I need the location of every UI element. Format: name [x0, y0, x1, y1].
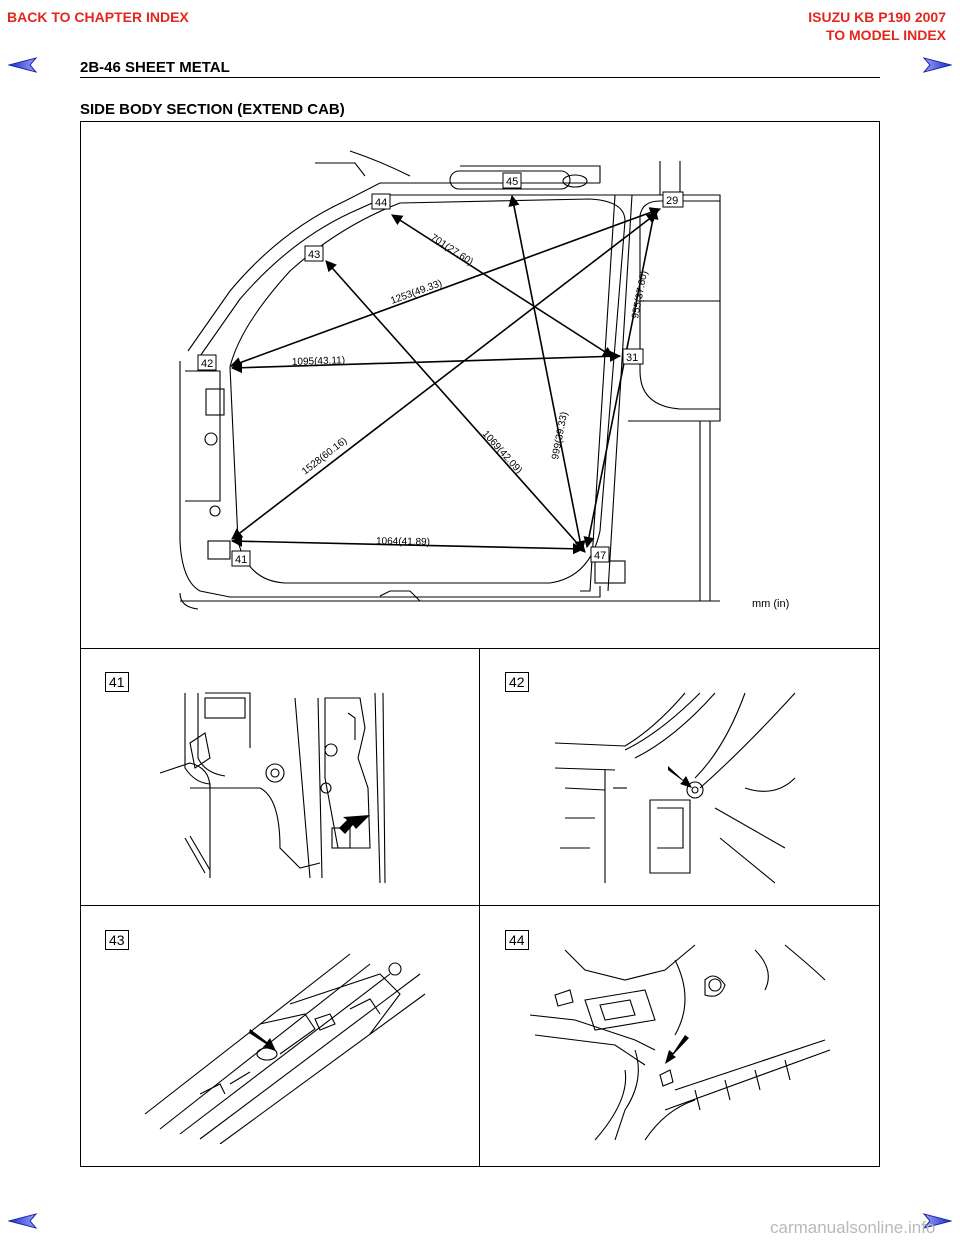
back-to-chapter-index-link[interactable]: BACK TO CHAPTER INDEX [7, 9, 189, 25]
dim-label-1528: 1528(60.16) [300, 435, 349, 477]
footer-prev-page-arrow-icon[interactable] [8, 1212, 38, 1230]
model-title[interactable]: ISUZU KB P190 2007 [808, 9, 946, 25]
point-label-44: 44 [375, 197, 387, 209]
side-body-diagram: 701(27.60) 1253(49.33) 955(37.60) 1095(4… [179, 150, 789, 610]
detail-41-illustration [159, 692, 386, 884]
point-label-47: 47 [594, 550, 606, 562]
detail-42-illustration [554, 692, 796, 884]
dim-label-701: 701(27.60) [428, 232, 475, 268]
section-title: SIDE BODY SECTION (EXTEND CAB) [80, 101, 345, 118]
unit-note: mm (in) [752, 598, 789, 610]
figure-frame [80, 121, 880, 1167]
header-rule [80, 77, 880, 78]
dim-label-1069: 1069(42.09) [480, 429, 524, 476]
page-title: 2B-46 SHEET METAL [80, 59, 230, 76]
point-label-29: 29 [666, 195, 678, 207]
dim-label-955: 955(37.60) [630, 270, 650, 320]
dim-label-1095: 1095(43.11) [292, 355, 346, 368]
point-label-43: 43 [308, 249, 320, 261]
watermark-text: carmanualsonline.info [770, 1218, 936, 1237]
point-label-31: 31 [626, 352, 638, 364]
to-model-index-link[interactable]: TO MODEL INDEX [825, 27, 946, 43]
next-page-arrow-icon[interactable] [922, 56, 952, 74]
detail-label-42: 42 [505, 672, 529, 692]
point-label-45: 45 [506, 176, 518, 188]
prev-page-arrow-icon[interactable] [8, 56, 38, 74]
frame-divider-horizontal-2 [80, 905, 880, 906]
frame-divider-vertical [479, 648, 480, 1167]
point-label-41: 41 [235, 554, 247, 566]
dim-label-1253: 1253(49.33) [389, 278, 443, 307]
detail-43-illustration [144, 953, 426, 1144]
detail-44-illustration [529, 944, 831, 1141]
dim-label-999: 999(39.33) [550, 411, 570, 461]
point-label-42: 42 [201, 358, 213, 370]
footer-next-page-arrow-icon[interactable] [922, 1212, 952, 1230]
detail-label-44: 44 [505, 930, 529, 950]
detail-label-41: 41 [105, 672, 129, 692]
dim-label-1064: 1064(41.89) [376, 536, 430, 548]
frame-divider-horizontal-1 [80, 648, 880, 649]
detail-label-43: 43 [105, 930, 129, 950]
